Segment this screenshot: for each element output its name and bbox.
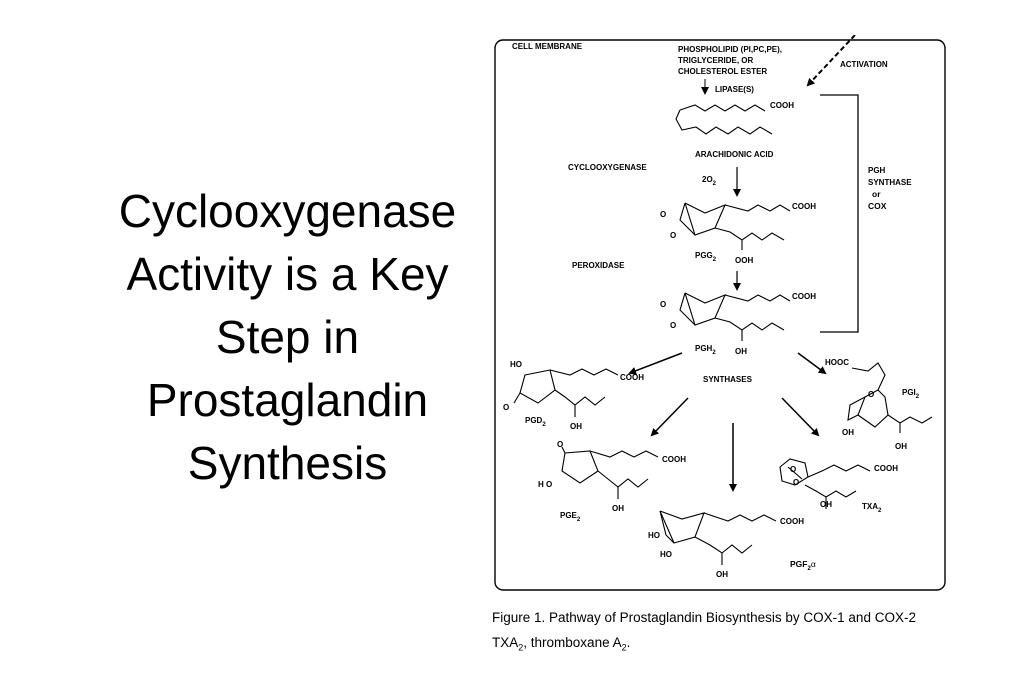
arachidonic-acid-label: ARACHIDONIC ACID: [695, 150, 774, 159]
phospholipid-line-3: CHOLESTEROL ESTER: [678, 67, 767, 76]
pgf2a-ho-2: HO: [660, 550, 672, 559]
arrow-to-pgi2: [797, 352, 827, 375]
pgd2-structure: [513, 368, 619, 417]
peroxidase-label: PEROXIDASE: [572, 261, 625, 270]
aa-cooh-label: COOH: [770, 101, 794, 110]
phospholipid-line-2: TRIGLYCERIDE, OR: [678, 56, 753, 65]
title-line-5: Synthesis: [187, 437, 388, 489]
txa2-oh: OH: [820, 500, 832, 509]
pgd2-oh: OH: [570, 422, 582, 431]
pgd2-ho: HO: [510, 360, 522, 369]
pgg2-cooh: COOH: [792, 202, 816, 211]
title-line-1: Cyclooxygenase: [118, 185, 457, 237]
pgd2-label: PGD2: [525, 416, 546, 428]
arrow-to-txa2: [781, 397, 820, 437]
phospholipid-line-1: PHOSPHOLIPID (PI,PC,PE),: [678, 45, 782, 54]
txa2-label: TXA2: [862, 502, 882, 514]
o2-label: 2O2: [702, 175, 717, 187]
pgi2-hooc: HOOC: [825, 358, 849, 367]
txa2-o-2: O: [793, 478, 799, 487]
pgh2-cooh: COOH: [792, 292, 816, 301]
synthases-label: SYNTHASES: [703, 375, 753, 384]
pge2-structure: [561, 446, 659, 499]
pgi2-oh-2: OH: [895, 442, 907, 451]
pgg2-o-1: O: [660, 210, 666, 219]
pgh-synthase-bracket: [820, 94, 859, 333]
pgf2a-cooh: COOH: [780, 517, 804, 526]
pge2-label: PGE2: [560, 511, 581, 523]
arrow-to-pgd2: [628, 352, 683, 375]
title-line-2: Activity is a Key: [126, 248, 449, 300]
pgh2-oh: OH: [735, 347, 747, 356]
arrow-to-pge2: [650, 397, 689, 437]
arachidonic-acid-structure: [675, 104, 773, 135]
title-line-3: Step in: [215, 311, 360, 363]
pgh2-structure: [679, 292, 791, 341]
pgg2-o-2: O: [670, 231, 676, 240]
pgd2-o: O: [503, 403, 509, 412]
pgg2-label: PGG2: [695, 251, 717, 263]
pgi2-o: O: [868, 390, 874, 399]
pgg2-ooh: OOH: [735, 256, 753, 265]
pgd2-cooh: COOH: [620, 373, 644, 382]
prostaglandin-pathway-diagram: CELL MEMBRANE PHOSPHOLIPID (PI,PC,PE), T…: [494, 35, 946, 591]
lipase-label: LIPASE(S): [715, 85, 754, 94]
pgh-synthase-line-2: SYNTHASE: [868, 178, 912, 187]
pgf2a-oh: OH: [716, 570, 728, 579]
activation-label: ACTIVATION: [840, 60, 888, 69]
pge2-oh: OH: [612, 504, 624, 513]
pgh-synthase-line-1: PGH: [868, 166, 886, 175]
caption-line-2: TXA2, thromboxane A2.: [492, 635, 631, 653]
pgh-synthase-line-3: or: [872, 189, 881, 199]
figure-caption: Figure 1. Pathway of Prostaglandin Biosy…: [492, 605, 916, 661]
pgh2-o-1: O: [660, 300, 666, 309]
activation-arrow: [806, 35, 856, 87]
pgi2-label: PGI2: [902, 388, 920, 400]
pgi2-structure: [847, 362, 933, 433]
txa2-o-1: O: [790, 465, 796, 474]
pgf2a-ho-1: HO: [648, 531, 660, 540]
pgf2a-label: PGF2α: [790, 559, 816, 572]
pgh-synthase-line-4: COX: [868, 201, 887, 211]
txa2-cooh: COOH: [874, 464, 898, 473]
pgf2a-structure: [659, 510, 777, 565]
pgh2-label: PGH2: [695, 344, 716, 356]
txa2-structure: [779, 458, 871, 509]
cyclooxygenase-label: CYCLOOXYGENASE: [568, 163, 647, 172]
figure-frame: [494, 39, 946, 591]
pge2-ho: H O: [538, 480, 552, 489]
pgh2-o-2: O: [670, 321, 676, 330]
pge2-o: O: [557, 440, 563, 449]
cell-membrane-label: CELL MEMBRANE: [512, 42, 583, 51]
caption-line-1: Figure 1. Pathway of Prostaglandin Biosy…: [492, 610, 916, 625]
slide-title: Cyclooxygenase Activity is a Key Step in…: [70, 180, 505, 495]
title-line-4: Prostaglandin: [146, 374, 429, 426]
pgg2-structure: [679, 202, 791, 250]
pgi2-oh-1: OH: [842, 428, 854, 437]
pge2-cooh: COOH: [662, 455, 686, 464]
